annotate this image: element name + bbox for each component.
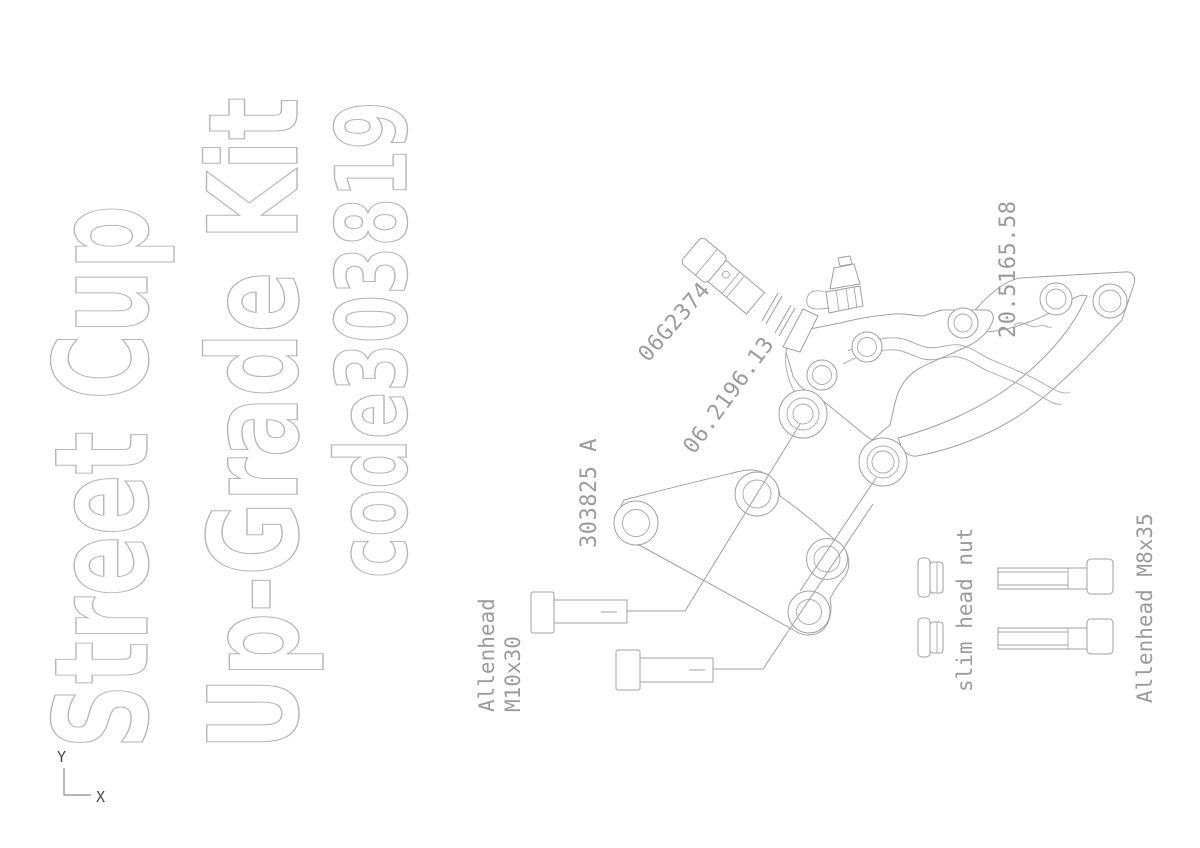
m10-bolt-label-line2: M10x30 bbox=[501, 636, 525, 712]
caliper-pad-window-upper bbox=[847, 337, 1071, 394]
caliper-left-edge bbox=[785, 351, 796, 394]
plate-hole1-outer bbox=[613, 500, 659, 546]
washer-pins-label: 06.2196.13 bbox=[679, 333, 780, 459]
caliper-lug2-inner bbox=[871, 450, 895, 474]
banjo-bolt-groove1 bbox=[721, 271, 741, 294]
plate-hole3-outer bbox=[806, 538, 848, 580]
pin-line-2 bbox=[765, 295, 783, 325]
caliper-lug1-outer bbox=[778, 389, 828, 439]
pin-line-4 bbox=[778, 307, 796, 337]
title-upgrade-kit: Up-Grade Kit bbox=[183, 97, 327, 750]
title-code: code303819 bbox=[316, 101, 430, 578]
plate-hole3-centerline bbox=[799, 477, 877, 592]
caliper-lug2-outer bbox=[858, 437, 908, 487]
title-block: Street Cup Up-Grade Kit code303819 bbox=[25, 96, 430, 750]
banjo-bolt-drawing bbox=[681, 237, 766, 315]
m8-bolts-drawing bbox=[997, 558, 1114, 655]
adapter-plate-label: 303825 A bbox=[577, 438, 602, 548]
bracket-ear-hole-inner bbox=[1098, 289, 1122, 313]
plate-hole3-inner bbox=[813, 545, 841, 573]
bracket-ear-hole-outer bbox=[1092, 283, 1128, 319]
m10-bolt2-leader-line bbox=[713, 503, 874, 670]
banjo-bolt-head-facet bbox=[695, 248, 718, 276]
m10-bolt2-head bbox=[615, 649, 641, 691]
banjo-bolt-cross-hole bbox=[722, 270, 730, 279]
exploded-assembly-drawing bbox=[530, 237, 1136, 691]
m8-bolt1-shaft bbox=[997, 567, 1088, 590]
plate-hole4-outer bbox=[787, 590, 831, 634]
slim-nut2-body bbox=[929, 621, 944, 654]
caliper-body-outline bbox=[785, 309, 994, 441]
caliper-ear3-hole-outer bbox=[806, 359, 838, 391]
brake-caliper-drawing bbox=[778, 255, 1071, 487]
m10-bolts-drawing bbox=[530, 591, 714, 691]
bleed-valve-facet3 bbox=[853, 286, 858, 309]
caliper-ear-hole-outer bbox=[947, 307, 979, 339]
bleed-valve-facet1 bbox=[835, 289, 840, 312]
washer-pins-drawing bbox=[761, 292, 796, 337]
caliper-lug1-mid bbox=[786, 397, 820, 431]
caliper-lug2-mid bbox=[866, 445, 900, 479]
caliper-ear3-hole-inner bbox=[812, 365, 832, 385]
m8-bolt-label: Allenhead M8x35 bbox=[1133, 513, 1157, 703]
axis-indicator: Y X bbox=[57, 748, 105, 806]
slim-nut1-body bbox=[929, 561, 944, 594]
bleed-valve-facet2 bbox=[845, 287, 850, 311]
axis-y-label: Y bbox=[57, 748, 66, 766]
plate-hole2-inner bbox=[742, 479, 772, 509]
m10-bolt-label-line1: Allenhead bbox=[475, 598, 499, 712]
m10-bolt1-leader-line bbox=[627, 423, 801, 612]
xy-axis-icon bbox=[63, 768, 91, 796]
caliper-banjo-boss-wedge bbox=[782, 308, 819, 353]
caliper-pad-window-lower bbox=[842, 349, 1063, 405]
m10-bolt1-head bbox=[530, 591, 555, 634]
banjo-bolt-label: 06G2374 bbox=[634, 278, 716, 367]
banjo-bolt-groove2 bbox=[726, 275, 745, 298]
bleed-valve-cone bbox=[829, 263, 861, 290]
bracket-outline bbox=[897, 271, 1136, 457]
plate-hole1-inner bbox=[622, 509, 650, 537]
caliper-label: 20.5165.58 bbox=[996, 201, 1021, 338]
slim-nut-label: slim head nut bbox=[953, 528, 977, 692]
bleed-valve-drawing bbox=[806, 255, 864, 314]
axis-x-label: X bbox=[96, 788, 105, 806]
caliper-ear2-hole-outer bbox=[851, 331, 883, 363]
adapter-plate-drawing bbox=[613, 469, 850, 636]
leader-lines bbox=[627, 423, 877, 670]
bleed-valve-clip-loop bbox=[806, 290, 830, 310]
slim-nut2-flange bbox=[917, 617, 931, 658]
bleed-valve-collar bbox=[825, 285, 864, 314]
m8-bolt1-head bbox=[1086, 558, 1114, 595]
caliper-ear2-hole-inner bbox=[857, 337, 877, 357]
bracket-connector-curve bbox=[1013, 322, 1053, 328]
caliper-lug1-inner bbox=[792, 403, 814, 425]
m8-bolt2-head bbox=[1086, 618, 1114, 655]
title-street-cup: Street Cup bbox=[26, 205, 178, 749]
m8-bolt2-shaft bbox=[997, 627, 1088, 650]
m10-bolt2-shaft bbox=[639, 657, 714, 683]
caliper-ear-hole-inner bbox=[953, 313, 973, 333]
bracket-ear2-hole-outer bbox=[1039, 282, 1073, 316]
bracket-ear2-hole-inner bbox=[1045, 288, 1067, 310]
slim-nuts-drawing bbox=[917, 557, 944, 658]
pin-line-3 bbox=[774, 304, 792, 334]
pin-line-1 bbox=[761, 292, 779, 322]
caliper-mount-bracket-drawing bbox=[897, 271, 1136, 457]
slim-nut1-flange bbox=[917, 557, 931, 598]
